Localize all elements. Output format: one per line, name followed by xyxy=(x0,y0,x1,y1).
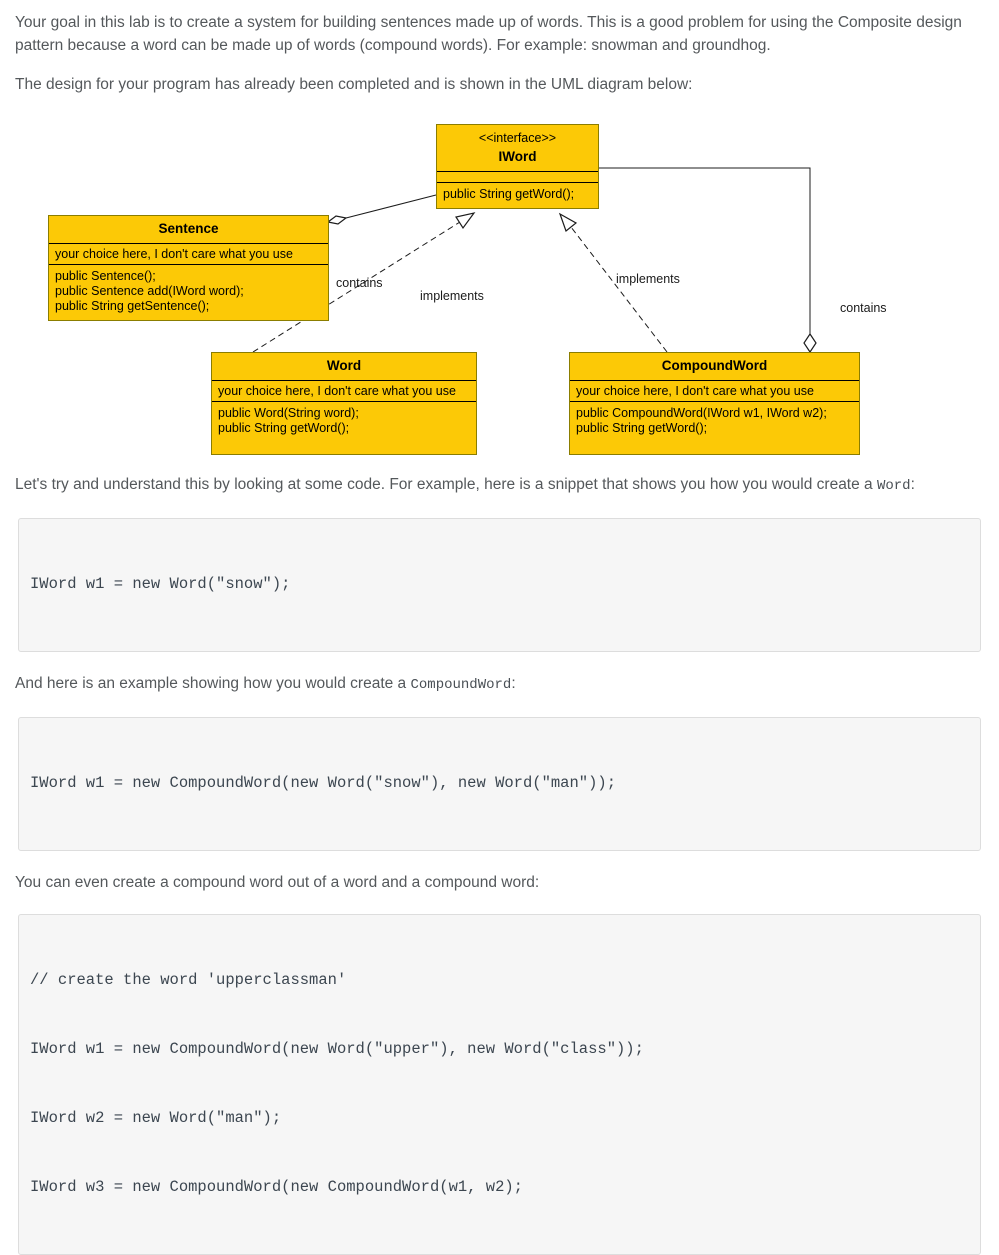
mixed-compound-paragraph: You can even create a compound word out … xyxy=(15,874,540,891)
compoundword-intro-colon: : xyxy=(511,675,516,692)
intro-paragraph-2: The design for your program has already … xyxy=(15,76,693,93)
compoundword-attributes: your choice here, I don't care what you … xyxy=(570,381,859,402)
label-implements-left: implements xyxy=(420,289,484,303)
intro-paragraph-1: Your goal in this lab is to create a sys… xyxy=(15,14,962,54)
aggregation-diamond-sentence xyxy=(326,215,348,225)
compoundword-method: public CompoundWord(IWord w1, IWord w2); xyxy=(576,406,827,420)
compoundword-method: public String getWord(); xyxy=(576,421,708,435)
code-snippet-word: IWord w1 = new Word("snow"); xyxy=(18,518,981,652)
label-contains-left: contains xyxy=(336,276,383,290)
code-snippet-compoundword: IWord w1 = new CompoundWord(new Word("sn… xyxy=(18,717,981,851)
code-line: IWord w1 = new CompoundWord(new Word("up… xyxy=(30,1040,644,1058)
compoundword-intro-text: And here is an example showing how you w… xyxy=(15,675,411,692)
sentence-method: public Sentence(); xyxy=(55,269,156,283)
uml-class-sentence: Sentence your choice here, I don't care … xyxy=(48,215,329,321)
sentence-methods: public Sentence(); public Sentence add(I… xyxy=(49,265,328,320)
implements-line-compoundword xyxy=(570,226,668,353)
sentence-method: public String getSentence(); xyxy=(55,299,210,313)
iword-method: public String getWord(); xyxy=(443,187,575,201)
code-intro-colon: : xyxy=(910,476,915,493)
inline-code-word: Word xyxy=(876,478,911,494)
iword-attributes-empty xyxy=(437,172,598,183)
word-attributes: your choice here, I don't care what you … xyxy=(212,381,476,402)
word-method: public String getWord(); xyxy=(218,421,350,435)
sentence-attributes: your choice here, I don't care what you … xyxy=(49,244,328,265)
iword-class-name: IWord xyxy=(498,149,537,164)
code-intro-paragraph: Let's try and understand this by looking… xyxy=(15,473,984,498)
code-intro-text: Let's try and understand this by looking… xyxy=(15,476,877,493)
code-line: IWord w2 = new Word("man"); xyxy=(30,1109,282,1127)
contains-line-right xyxy=(599,167,811,334)
compoundword-intro-paragraph: And here is an example showing how you w… xyxy=(15,672,984,697)
uml-class-compoundword: CompoundWord your choice here, I don't c… xyxy=(569,352,860,455)
uml-connectors xyxy=(252,167,817,354)
word-method: public Word(String word); xyxy=(218,406,359,420)
uml-interface-iword: <<interface>> IWord public String getWor… xyxy=(436,124,599,209)
sentence-class-name: Sentence xyxy=(158,221,219,236)
uml-class-word: Word your choice here, I don't care what… xyxy=(211,352,477,455)
label-implements-right: implements xyxy=(616,272,680,286)
code-line: // create the word 'upperclassman' xyxy=(30,971,347,989)
implements-arrowhead-word xyxy=(455,212,476,230)
code-line: IWord w1 = new Word("snow"); xyxy=(30,575,291,593)
implements-arrowhead-compoundword xyxy=(558,212,578,232)
compoundword-methods: public CompoundWord(IWord w1, IWord w2);… xyxy=(570,402,859,454)
iword-methods: public String getWord(); xyxy=(437,183,598,208)
code-line: IWord w1 = new CompoundWord(new Word("sn… xyxy=(30,774,616,792)
uml-diagram: <<interface>> IWord public String getWor… xyxy=(15,112,984,457)
compoundword-class-name: CompoundWord xyxy=(661,358,768,373)
inline-code-compoundword: CompoundWord xyxy=(410,677,512,693)
word-methods: public Word(String word); public String … xyxy=(212,402,476,454)
iword-stereotype: <<interface>> xyxy=(478,131,557,145)
code-line: IWord w3 = new CompoundWord(new Compound… xyxy=(30,1178,523,1196)
word-class-name: Word xyxy=(326,358,362,373)
contains-line-left xyxy=(345,194,437,219)
aggregation-diamond-compoundword xyxy=(803,332,817,354)
label-contains-right: contains xyxy=(840,301,887,315)
implements-line-word xyxy=(252,221,461,353)
code-snippet-upperclassman: // create the word 'upperclassman' IWord… xyxy=(18,914,981,1255)
sentence-method: public Sentence add(IWord word); xyxy=(55,284,244,298)
